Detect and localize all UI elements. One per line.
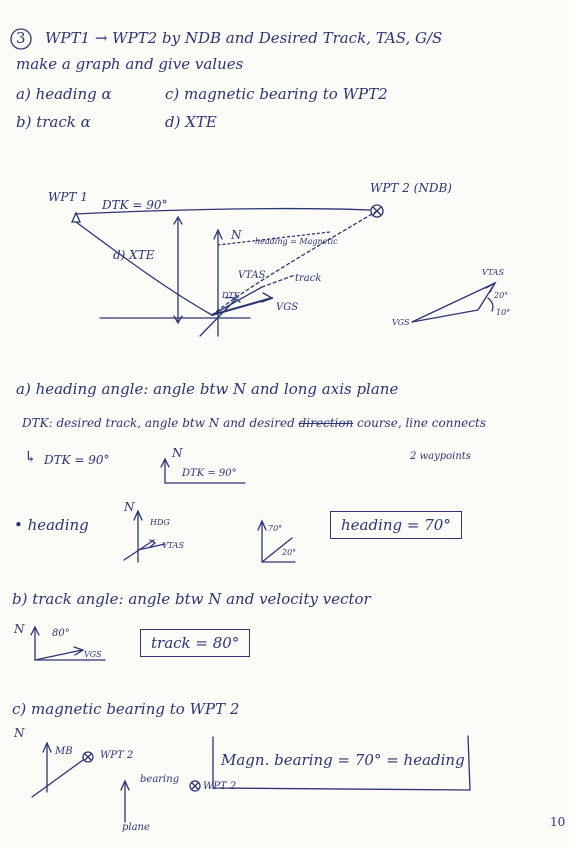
track-vgs-label: VGS — [84, 650, 102, 659]
track-vgs-line — [34, 649, 83, 661]
heading-section-label: • heading — [14, 516, 89, 534]
ndb-icon — [370, 204, 384, 218]
angle-20-label: 20° — [282, 548, 297, 557]
wpt2-label: WPT 2 (NDB) — [370, 181, 452, 195]
mb-wpt2-label: WPT 2 — [100, 750, 134, 761]
item-d: d) XTE — [165, 113, 217, 131]
note-b-track-angle: b) track angle: angle btw N and velocity… — [12, 590, 371, 608]
bearing-ndb-cross-icon — [191, 782, 199, 790]
hdg-arrow-icon — [149, 539, 157, 548]
hdg-north-arrow-icon — [133, 509, 143, 521]
hdg-vtas-line — [137, 543, 166, 551]
track-80-label: 80° — [52, 628, 70, 639]
bearing-ndb-icon — [189, 780, 201, 792]
hdg-north-label: N — [124, 500, 135, 514]
mb-line — [31, 759, 84, 798]
dtk-small-north: N — [172, 446, 183, 460]
track-label: track — [295, 273, 322, 284]
mb-north-arrow-icon — [42, 741, 52, 753]
north-arrow-icon — [213, 228, 223, 240]
wpt1-label: WPT 1 — [48, 190, 88, 204]
angle-70-label: 70° — [268, 524, 283, 533]
mb-abbr-label: MB — [55, 746, 73, 757]
angle-north-arrow-icon — [257, 519, 267, 531]
dtk-small-label: DTK = 90° — [182, 468, 237, 479]
mb-answer-text: Magn. bearing = 70° = heading — [221, 751, 465, 769]
dtk-definition-struck: direction — [298, 416, 354, 430]
item-c: c) magnetic bearing to WPT2 — [165, 85, 388, 103]
problem-statement-line1: WPT1 → WPT2 by NDB and Desired Track, TA… — [45, 29, 443, 47]
side-vtas-arrow-icon — [485, 281, 497, 293]
mb-box-outline — [212, 735, 471, 791]
dtk-definition: DTK: desired track, angle btw N and desi… — [22, 416, 486, 430]
bearing-wpt2-label: WPT 2 — [203, 781, 237, 792]
item-a: a) heading α — [16, 85, 112, 103]
side-vgs-vector — [411, 309, 479, 323]
dtk-arrow-icon: ↳ — [24, 448, 37, 466]
heading-note: heading = Magnetic — [255, 237, 338, 246]
track-north-label: N — [14, 622, 25, 636]
track-north-arrow-icon — [30, 625, 40, 636]
vgs-vector — [211, 297, 273, 316]
actual-flight-path — [75, 221, 213, 316]
mb-ndb-cross-icon — [84, 753, 92, 761]
side-vtas-vector — [411, 282, 496, 323]
dtk-value: DTK = 90° — [44, 453, 110, 467]
side-angle-20: 20° — [494, 291, 509, 300]
bearing-north-arrow-icon — [120, 779, 130, 791]
note-a-heading-angle: a) heading angle: angle btw N and long a… — [16, 380, 399, 398]
track-dashed — [261, 274, 296, 288]
dtk-small-north-arrow-icon — [160, 457, 170, 468]
hdg-abbr-label: HDG — [150, 518, 170, 527]
vgs-arrow-icon — [261, 292, 274, 303]
problem-number-circle — [10, 28, 32, 50]
angle-heading-line — [261, 537, 293, 563]
dtk-definition-text-2: course, line connects — [357, 416, 486, 430]
dtk-angle-arc — [225, 296, 241, 303]
north-label: N — [231, 228, 242, 242]
track-arrow-icon — [73, 646, 85, 656]
vgs-label: VGS — [276, 302, 299, 313]
side-angle-arc — [487, 297, 494, 312]
note-c-magnetic-bearing: c) magnetic bearing to WPT 2 — [12, 700, 240, 718]
vtas-label: VTAS — [238, 270, 266, 281]
heading-answer-box: heading = 70° — [330, 511, 462, 539]
side-angle-10: 10° — [496, 308, 511, 317]
bearing-label: bearing — [140, 774, 180, 785]
dtk-label: DTK = 90° — [102, 198, 168, 212]
problem-statement-line2: make a graph and give values — [16, 55, 244, 73]
dtk-short-label: DTK — [222, 291, 240, 300]
vtas-vector — [211, 286, 263, 316]
hdg-vtas-label: VTAS — [162, 541, 184, 550]
item-b: b) track α — [16, 113, 91, 131]
side-vtas-label: VTAS — [482, 268, 504, 277]
track-answer-box: track = 80° — [140, 629, 251, 657]
xte-label: d) XTE — [113, 248, 155, 262]
plane-label: plane — [122, 822, 150, 833]
side-vgs-label: VGS — [392, 318, 410, 327]
dtk-small-axes — [164, 459, 246, 484]
dtk-definition-text: DTK: desired track, angle btw N and desi… — [22, 416, 295, 430]
desired-track-line — [74, 207, 371, 215]
dtk-definition-line2: 2 waypoints — [410, 451, 471, 462]
heading-dashed — [217, 231, 331, 246]
bearing-line-to-ndb — [211, 210, 378, 316]
page-number: 10 — [550, 815, 566, 829]
mb-ndb-icon — [82, 751, 94, 763]
problem-number: 3 — [16, 29, 26, 47]
mb-north-label: N — [14, 726, 25, 740]
